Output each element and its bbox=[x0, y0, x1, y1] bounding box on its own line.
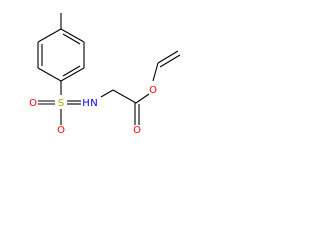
carbonyl-oxygen-label: O bbox=[133, 125, 141, 136]
sulfonyl-oxygen-right-label: O bbox=[57, 125, 65, 136]
benzene-ring bbox=[37, 28, 85, 82]
sulfonyl-oxygen-left-label: O bbox=[29, 98, 37, 109]
ester-oxygen-vinyl-bond bbox=[152, 62, 159, 82]
amine-hydrogen-label: H bbox=[82, 98, 90, 109]
sulfonyl-oxygen-right-bond bbox=[67, 100, 81, 105]
carbonyl-ester-oxygen-bond bbox=[135, 93, 150, 104]
sulfur-label: S bbox=[58, 98, 64, 109]
ester-oxygen-label: O bbox=[149, 85, 157, 96]
sulfonyl-oxygen-left-bond bbox=[38, 100, 55, 105]
nitrogen-methylene-bond bbox=[100, 89, 114, 98]
molecule-structure: S O O N H O O bbox=[29, 13, 181, 136]
amine-nitrogen-label: N bbox=[90, 98, 97, 109]
carbonyl-double-bond bbox=[134, 103, 140, 125]
vinyl-double-bond bbox=[157, 50, 181, 68]
methylene-carbonyl-bond bbox=[112, 89, 137, 104]
